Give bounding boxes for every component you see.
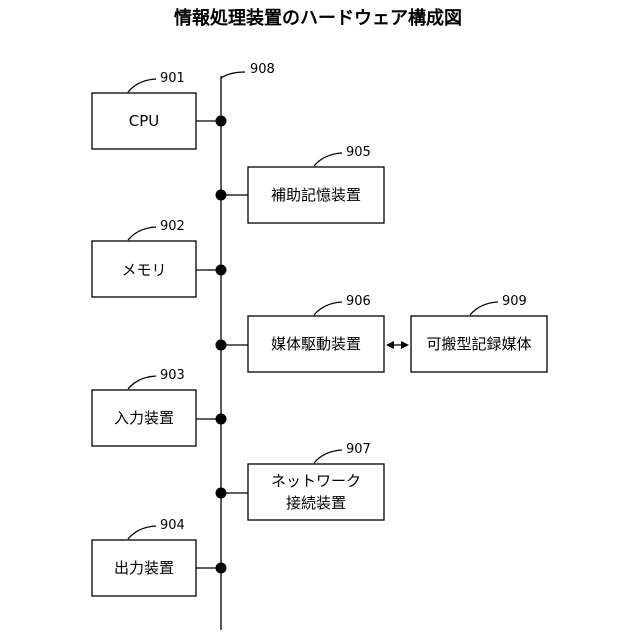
- network-label-line1: ネットワーク: [271, 472, 361, 490]
- media-link-arrow: [386, 341, 409, 349]
- bus-ref: 908: [250, 62, 275, 77]
- storage-label: 補助記憶装置: [271, 186, 361, 204]
- input-bus-junction: [216, 414, 227, 425]
- memory-block: メモリ 902: [92, 219, 227, 297]
- network-bus-junction: [216, 488, 227, 499]
- memory-ref-leader: [128, 227, 156, 240]
- cpu-block: CPU 901: [92, 71, 227, 149]
- portable-media-ref-leader: [470, 302, 498, 315]
- portable-media-label: 可搬型記録媒体: [426, 335, 531, 353]
- arrowhead-right: [401, 341, 409, 349]
- network-label-line2: 接続装置: [286, 494, 346, 512]
- input-block: 入力装置 903: [92, 368, 227, 446]
- diagram-title: 情報処理装置のハードウェア構成図: [174, 7, 462, 29]
- media-drive-ref: 906: [346, 294, 371, 309]
- network-ref: 907: [346, 442, 371, 457]
- media-drive-ref-leader: [314, 302, 342, 315]
- output-label: 出力装置: [114, 559, 174, 577]
- cpu-bus-junction: [216, 116, 227, 127]
- network-ref-leader: [314, 450, 342, 463]
- storage-bus-junction: [216, 190, 227, 201]
- storage-ref-leader: [314, 153, 342, 166]
- cpu-ref-leader: [128, 79, 156, 92]
- input-ref-leader: [128, 376, 156, 389]
- memory-bus-junction: [216, 265, 227, 276]
- arrowhead-left: [386, 341, 394, 349]
- bus-ref-leader: [221, 72, 245, 78]
- portable-media-block: 可搬型記録媒体 909: [411, 294, 547, 372]
- storage-ref: 905: [346, 145, 371, 160]
- output-block: 出力装置 904: [92, 518, 227, 596]
- cpu-label: CPU: [129, 112, 160, 130]
- memory-ref: 902: [160, 219, 185, 234]
- output-ref-leader: [128, 526, 156, 539]
- media-drive-bus-junction: [216, 340, 227, 351]
- media-drive-label: 媒体駆動装置: [271, 335, 361, 353]
- portable-media-ref: 909: [502, 294, 527, 309]
- cpu-ref: 901: [160, 71, 185, 86]
- network-block: ネットワーク 接続装置 907: [216, 442, 385, 520]
- input-ref: 903: [160, 368, 185, 383]
- storage-block: 補助記憶装置 905: [216, 145, 385, 223]
- output-ref: 904: [160, 518, 185, 533]
- output-bus-junction: [216, 563, 227, 574]
- memory-label: メモリ: [121, 261, 166, 279]
- media-drive-block: 媒体駆動装置 906: [216, 294, 385, 372]
- input-label: 入力装置: [114, 409, 174, 427]
